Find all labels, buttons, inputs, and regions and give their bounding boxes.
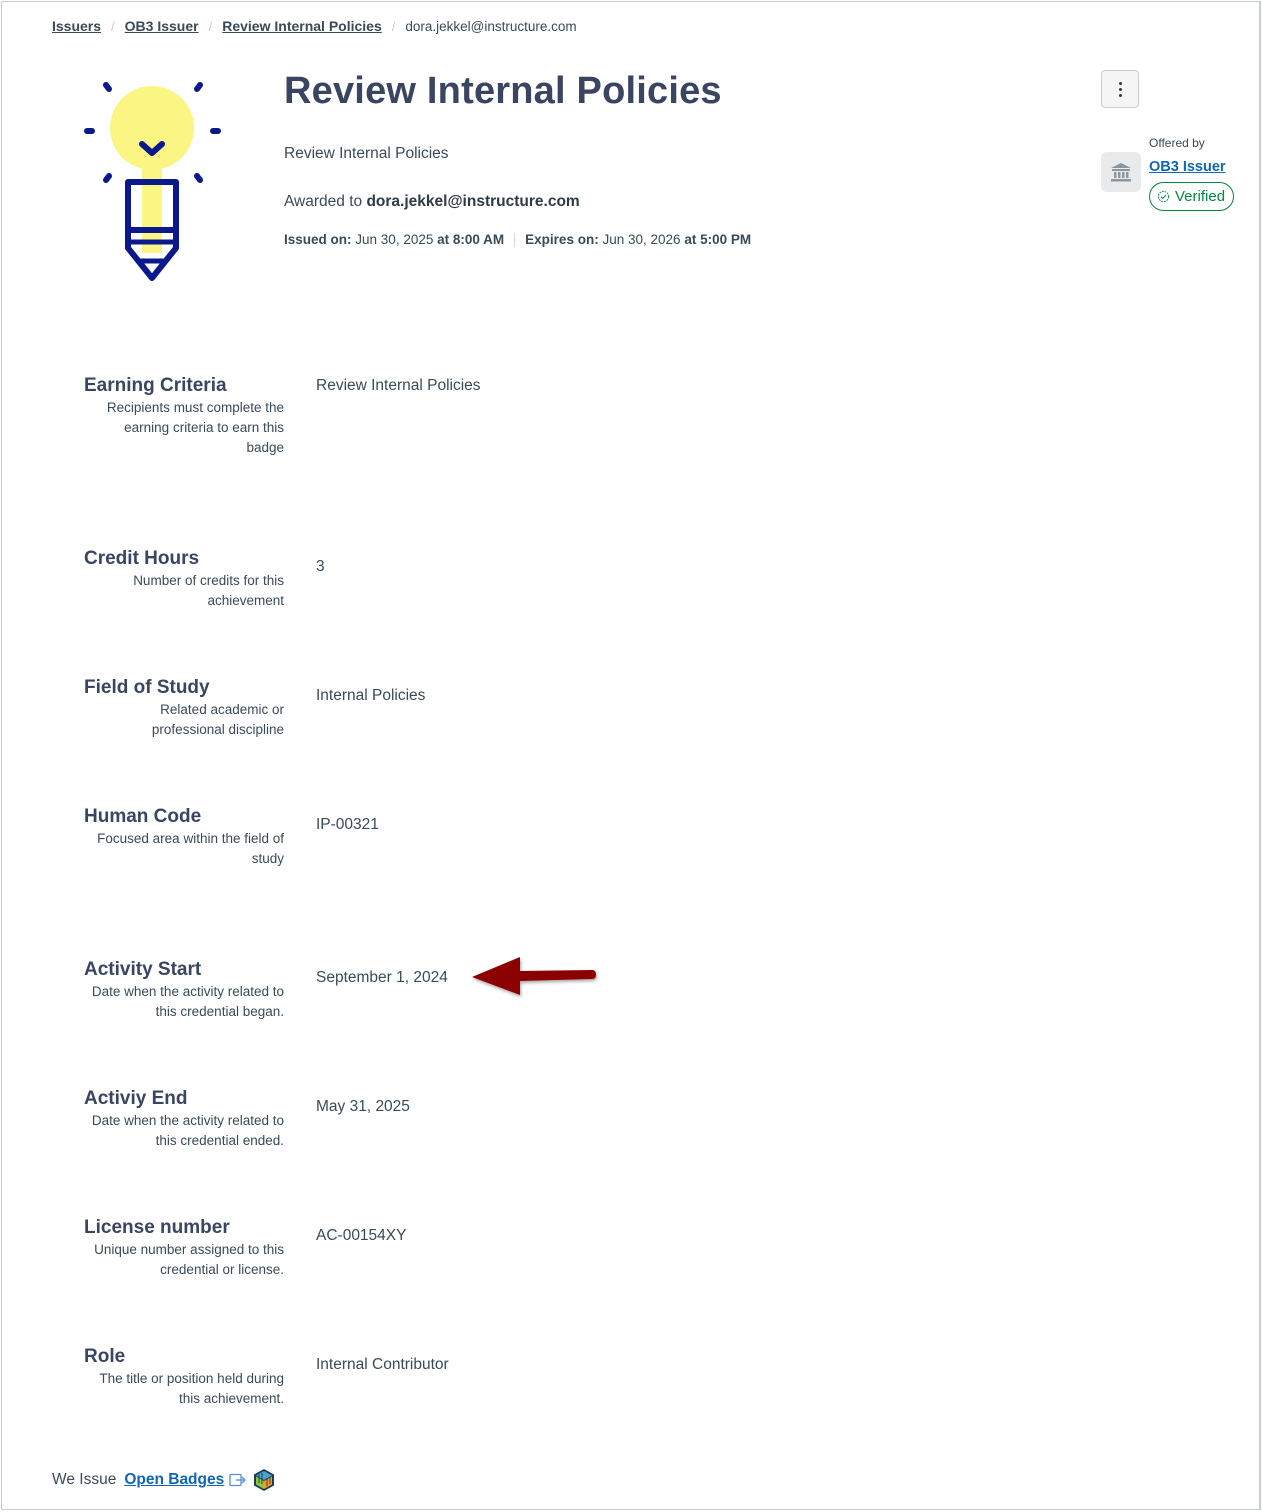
- awarded-prefix: Awarded to: [284, 193, 363, 210]
- field-value: Internal Policies: [316, 687, 426, 704]
- breadcrumb-separator: /: [111, 18, 115, 34]
- field-name: Activiy End: [84, 1088, 188, 1109]
- issued-label: Issued on:: [284, 232, 352, 247]
- badge-description: Review Internal Policies: [284, 145, 449, 162]
- badge-dates: Issued on: Jun 30, 2025 at 8:00 AM Expir…: [284, 232, 751, 247]
- field-value: May 31, 2025: [316, 1098, 410, 1115]
- verified-badge: Verified: [1149, 182, 1235, 211]
- open-badges-link[interactable]: Open Badges: [124, 1471, 225, 1488]
- external-link-icon: [229, 1473, 247, 1487]
- verified-check-icon: [1157, 190, 1170, 203]
- more-options-button[interactable]: [1101, 70, 1139, 108]
- verified-label: Verified: [1175, 188, 1226, 205]
- field-name: Earning Criteria: [84, 375, 227, 396]
- institution-icon: [1101, 152, 1141, 192]
- institution-glyph: [1111, 163, 1131, 182]
- expires-label: Expires on:: [525, 232, 599, 247]
- field-name: Human Code: [84, 806, 202, 827]
- footer: We Issue Open Badges: [52, 1468, 275, 1492]
- awarded-recipient: dora.jekkel@instructure.com: [366, 193, 580, 210]
- field-value: AC-00154XY: [316, 1227, 407, 1244]
- lightbulb-pencil-badge-icon: [84, 82, 221, 281]
- kebab-dot: [1118, 81, 1122, 85]
- breadcrumb-separator: /: [391, 18, 396, 34]
- kebab-dot: [1118, 93, 1122, 97]
- kebab-dot: [1118, 87, 1122, 91]
- open-badges-logo: [253, 1468, 275, 1492]
- offered-by-label: Offered by: [1149, 136, 1205, 150]
- expires-at: at: [684, 232, 697, 247]
- field-description: Date when the activity related to this c…: [91, 984, 284, 1019]
- footer-prefix: We Issue: [52, 1471, 117, 1488]
- field-description: Date when the activity related to this c…: [91, 1113, 284, 1148]
- breadcrumb: Issuers / OB3 Issuer / Review Internal P…: [52, 18, 577, 34]
- field-value: 3: [316, 558, 325, 575]
- expires-time: 5:00 PM: [700, 232, 752, 247]
- page-title: Review Internal Policies: [284, 70, 722, 112]
- field-value: September 1, 2024: [316, 969, 448, 986]
- field-name: Activity Start: [84, 959, 202, 980]
- issued-at: at: [437, 232, 450, 247]
- field-name: Field of Study: [84, 677, 210, 698]
- breadcrumb-badge[interactable]: Review Internal Policies: [222, 18, 382, 34]
- breadcrumb-issuers[interactable]: Issuers: [52, 18, 102, 34]
- field-name: License number: [84, 1217, 230, 1238]
- field-description: Unique number assigned to this credentia…: [94, 1242, 284, 1277]
- issued-time: 8:00 AM: [452, 232, 505, 247]
- field-description: Related academic or professional discipl…: [151, 702, 284, 737]
- field-value: Internal Contributor: [316, 1356, 449, 1373]
- issued-date: Jun 30, 2025: [355, 232, 434, 247]
- field-value: Review Internal Policies: [316, 377, 481, 394]
- date-divider: [514, 232, 516, 247]
- awarded-to: Awarded to dora.jekkel@instructure.com: [284, 193, 580, 211]
- field-description: Recipients must complete the earning cri…: [106, 400, 284, 455]
- breadcrumb-separator: /: [208, 18, 213, 34]
- field-name: Role: [84, 1346, 126, 1367]
- breadcrumb-ob3-issuer[interactable]: OB3 Issuer: [124, 18, 199, 34]
- field-name: Credit Hours: [84, 548, 200, 569]
- expires-date: Jun 30, 2026: [602, 232, 681, 247]
- field-value: IP-00321: [316, 816, 379, 833]
- field-description: Focused area within the field of study: [97, 831, 284, 866]
- field-description: Number of credits for this achievement: [133, 573, 284, 608]
- issuer-link[interactable]: OB3 Issuer: [1149, 159, 1226, 175]
- annotation-arrow-icon: [472, 957, 596, 995]
- badge-image: [78, 78, 228, 288]
- breadcrumb-current: dora.jekkel@instructure.com: [405, 18, 577, 34]
- field-description: The title or position held during this a…: [99, 1371, 284, 1406]
